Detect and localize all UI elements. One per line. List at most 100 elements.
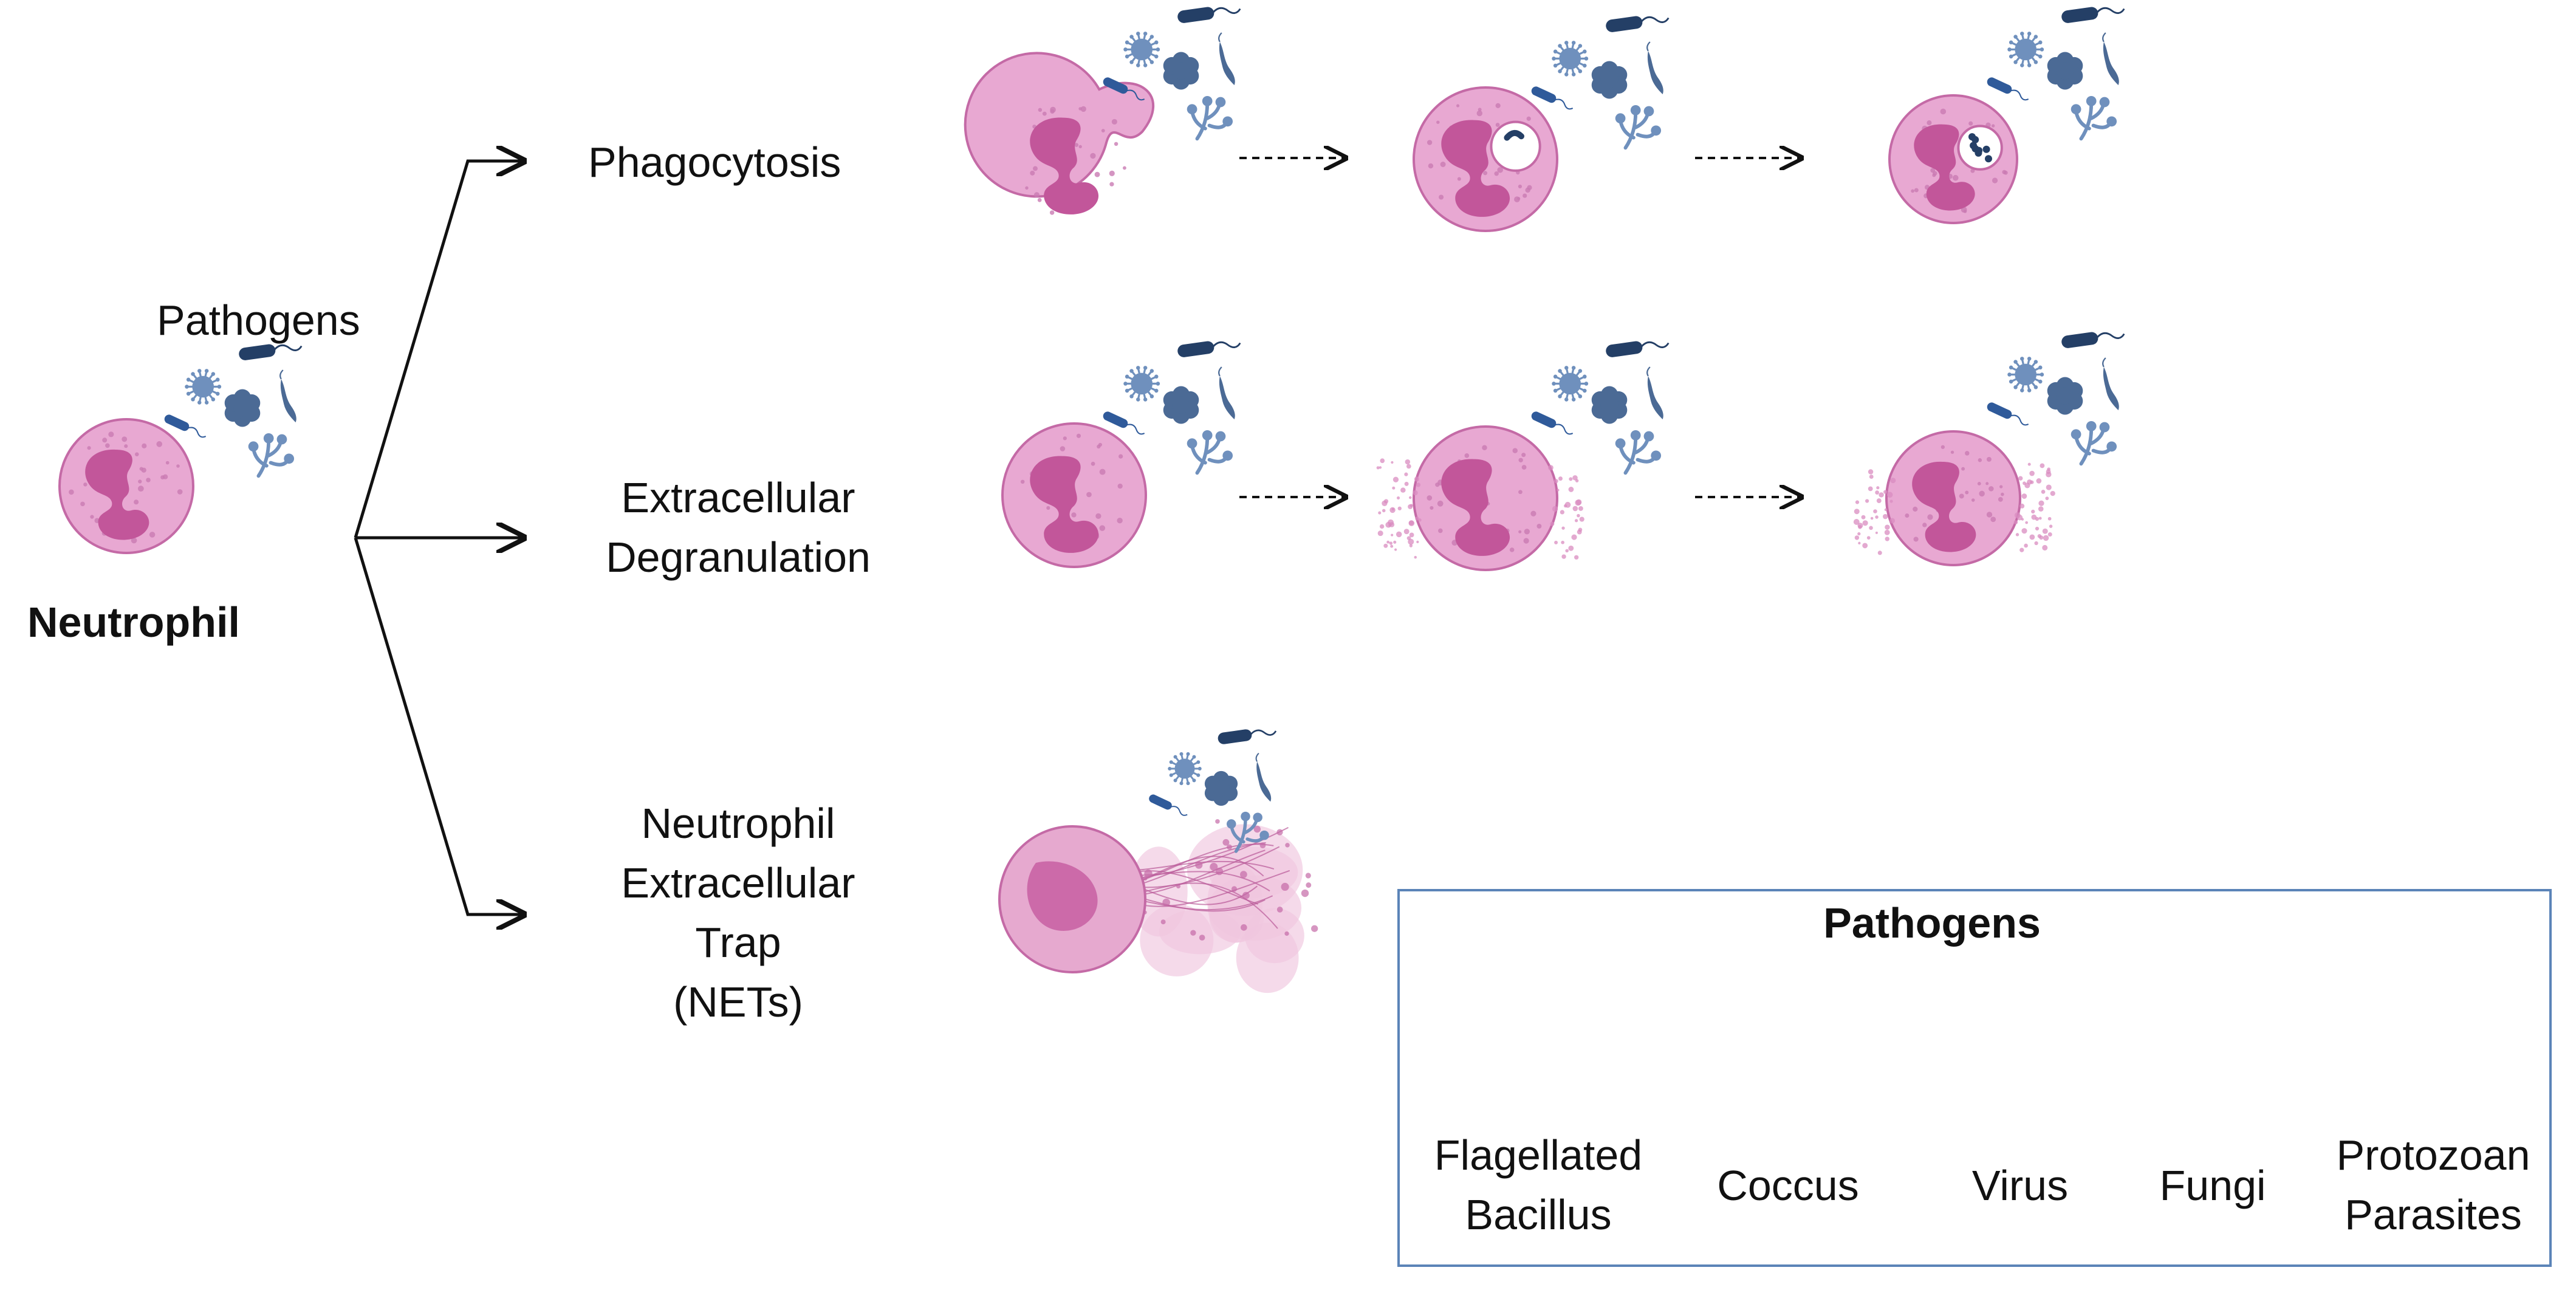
legend-label-coccus: Coccus [1717, 1162, 1859, 1209]
released-granule [1564, 501, 1571, 508]
granule [1111, 118, 1117, 125]
released-granule [1876, 486, 1880, 490]
released-granule [1416, 482, 1421, 487]
net-granule [1231, 886, 1238, 892]
released-granule [1870, 516, 1874, 520]
coccus-icon [1591, 61, 1628, 99]
granule [1095, 513, 1101, 519]
granule [1527, 185, 1532, 190]
granule [1478, 108, 1482, 112]
released-granule [2041, 490, 2046, 494]
released-granule [1550, 521, 1555, 526]
bacillus-icon [1531, 411, 1574, 435]
coccus-icon [1163, 386, 1199, 424]
released-granule [2021, 493, 2027, 499]
released-granule [1404, 472, 1408, 476]
released-granule [1416, 540, 1419, 543]
cell-nucleus [1030, 456, 1099, 553]
granule [1030, 170, 1035, 176]
main-neutrophil [58, 418, 194, 554]
granule [1117, 483, 1123, 489]
coccus-icon [2047, 377, 2083, 415]
granule [1037, 197, 1042, 202]
released-granule [1383, 543, 1388, 548]
granule [122, 436, 128, 442]
granule [1959, 493, 1964, 499]
granule [1911, 189, 1914, 193]
granule [83, 482, 87, 487]
released-granule [2034, 541, 2038, 546]
net-granule [1276, 907, 1283, 913]
released-granule [1876, 498, 1882, 504]
granule [1979, 490, 1985, 497]
granule [1038, 108, 1043, 112]
virus-icon [1168, 752, 1202, 786]
arrow-to-phagocytosis [354, 161, 524, 538]
released-granule [1409, 544, 1413, 547]
granule [1457, 177, 1461, 181]
released-granule [1879, 492, 1884, 498]
virus-icon [1552, 41, 1589, 77]
granule [1046, 506, 1050, 510]
net-granule [1190, 930, 1196, 936]
granule [1963, 210, 1967, 213]
released-granule [1858, 525, 1862, 529]
granule [1436, 120, 1440, 124]
granule [90, 515, 94, 519]
released-granule [1561, 554, 1566, 559]
degranulation-label-line2: Degranulation [606, 533, 871, 581]
phagocytosis-stage-3 [1888, 94, 2018, 224]
released-granule [1868, 486, 1873, 492]
granule [1427, 140, 1433, 145]
pathogen-cluster [1531, 341, 1670, 475]
protozoan-icon [1646, 366, 1663, 420]
granule [163, 474, 168, 479]
granule [1071, 512, 1077, 518]
granule [80, 501, 85, 507]
bacillus-icon [1103, 77, 1145, 101]
granule [1437, 500, 1444, 507]
net-granule [1144, 869, 1153, 878]
protozoan-icon [2102, 357, 2119, 411]
released-granule [1408, 538, 1414, 545]
granule [1998, 497, 2003, 502]
net-granule [1160, 919, 1166, 925]
granule [1456, 104, 1460, 108]
released-granule [1380, 458, 1385, 464]
released-granule [1875, 531, 1878, 534]
virus-icon [2007, 357, 2044, 393]
granule [1961, 467, 1965, 471]
released-granule [1409, 532, 1414, 538]
released-granule [1396, 496, 1400, 500]
granule [69, 489, 74, 495]
granule [1033, 192, 1040, 198]
coccus-icon [224, 389, 261, 427]
released-granule [1400, 487, 1406, 493]
granule [87, 446, 91, 450]
released-granule [1561, 526, 1565, 530]
progression-arrows [1239, 158, 1801, 497]
cell-nucleus [1441, 120, 1510, 217]
granule [1990, 516, 1996, 523]
released-granule [1560, 510, 1564, 515]
released-granule [1857, 532, 1861, 536]
granule [1020, 479, 1025, 484]
fungi-icon [2071, 420, 2117, 466]
released-granule [1578, 527, 1583, 532]
digested-fragment [1971, 145, 1979, 153]
released-granule [2029, 534, 2035, 540]
granule [2001, 492, 2004, 496]
granule [1430, 506, 1434, 510]
net-formation [998, 819, 1318, 993]
granule [137, 485, 144, 492]
released-granule [1861, 515, 1866, 520]
released-granule [2013, 520, 2018, 524]
net-granule [1285, 843, 1290, 848]
released-granule [1392, 486, 1396, 490]
cell-nucleus [1441, 459, 1510, 556]
released-granule [1854, 509, 1860, 515]
granule [141, 467, 146, 473]
released-granule [1383, 499, 1389, 504]
released-granule [2047, 467, 2050, 471]
released-granule [1553, 479, 1558, 484]
